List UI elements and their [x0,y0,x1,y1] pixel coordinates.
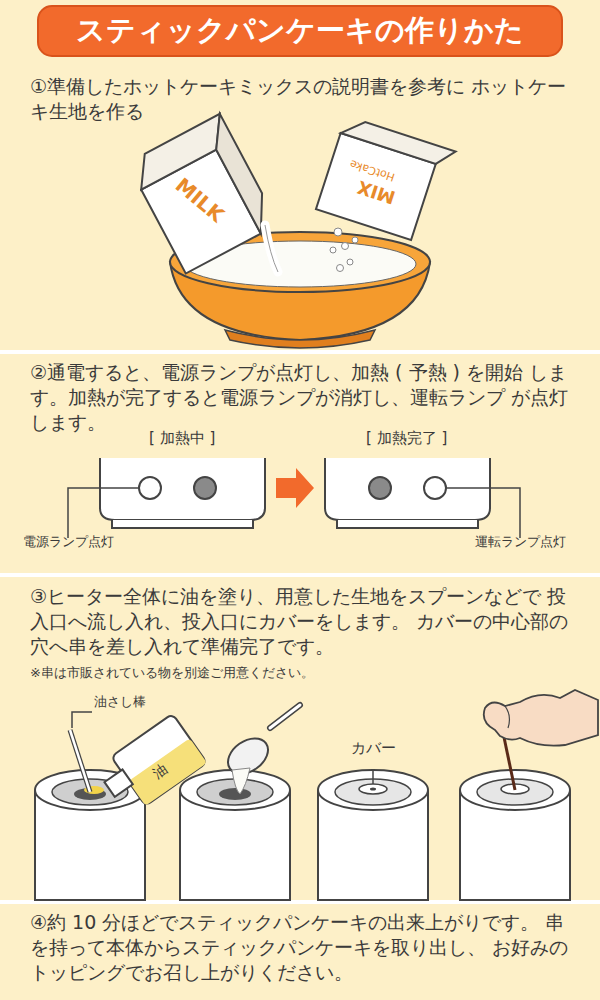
spoon [221,705,300,794]
oil-stick [70,730,90,792]
step-instruction: ②通電すると、電源ランプが点灯し、加熱 ( 予熱 ) を開始 します。加熱が完了… [30,360,578,435]
power-lamp [369,477,391,499]
leader-line [68,488,139,538]
run-lamp [194,477,216,499]
step-panel: ④約 10 分ほどでスティックパンケーキの出来上がりです。 串を持って本体からス… [30,910,578,996]
part-label: カバー [351,739,396,758]
device-done [325,458,490,528]
lamp-label: 電源ランプ点灯 [23,533,114,551]
part-label: 油さし棒 [94,693,146,711]
oil-stick [70,730,90,792]
step-note: ※串は市販されている物を別途ご用意ください。 [30,665,578,682]
leader-line [372,771,374,784]
milk-stream [265,225,278,272]
run-lamp [424,477,446,499]
arrow [276,468,314,508]
leader-line [72,712,92,728]
mix-bag [316,116,456,245]
milk-carton [127,114,278,274]
mix-powder [330,228,358,272]
step-panel: ①準備したホットケーキミックスの説明書を参考に ホットケーキ生地を作る [30,74,578,350]
step-instruction: ③ヒーター全体に油を塗り、用意した生地をスプーンなどで 投入口へ流し入れ、投入口… [30,584,578,659]
power-lamp [139,477,161,499]
step-instruction: ④約 10 分ほどでスティックパンケーキの出来上がりです。 串を持って本体からス… [30,910,578,985]
step-panel: ③ヒーター全体に油を塗り、用意した生地をスプーンなどで 投入口へ流し入れ、投入口… [30,584,578,900]
lamp-label: 運転ランプ点灯 [475,533,566,551]
device-heating [100,458,265,528]
cylinder-batter [180,770,290,900]
state-label: [ 加熱中 ] [149,429,215,448]
step-instruction: ①準備したホットケーキミックスの説明書を参考に ホットケーキ生地を作る [30,74,578,124]
state-label: [ 加熱完了 ] [366,429,447,448]
milk-stream [265,225,278,272]
hand [484,690,598,746]
leader-line [446,488,520,538]
separator [0,573,600,577]
title-text: スティックパンケーキの作りかた [0,11,600,51]
separator [0,350,600,354]
cylinder-cover [318,770,428,900]
